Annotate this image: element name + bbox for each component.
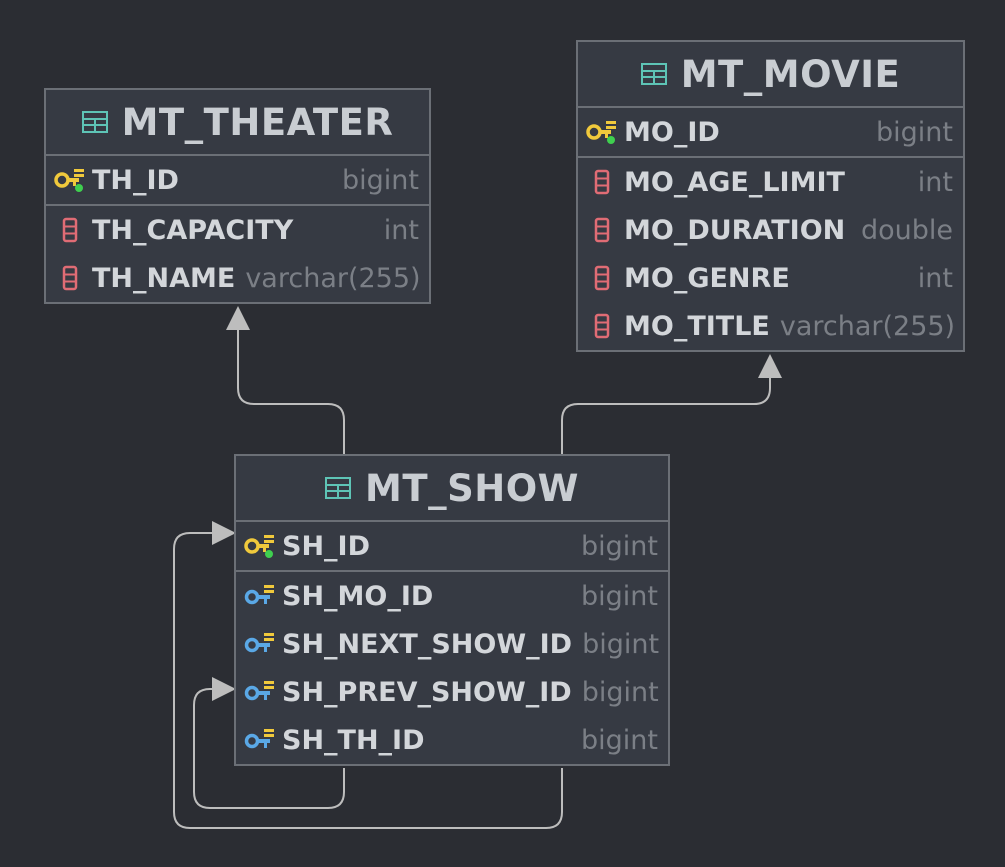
table-title: MT_SHOW (365, 466, 579, 510)
column-row[interactable]: TH_ID bigint (46, 156, 429, 204)
primary-key-section: TH_ID bigint (46, 156, 429, 206)
column-row[interactable]: MO_AGE_LIMIT int (578, 158, 963, 206)
column-type: bigint (581, 676, 659, 708)
foreign-key-icon (244, 678, 276, 706)
column-icon (586, 264, 618, 292)
table-icon (640, 63, 667, 85)
column-row[interactable]: SH_PREV_SHOW_ID bigint (236, 668, 668, 716)
arrowhead-theater (226, 306, 250, 330)
column-row[interactable]: SH_ID bigint (236, 522, 668, 570)
column-type: varchar(255) (779, 310, 956, 342)
column-row[interactable]: TH_NAME varchar(255) (46, 254, 429, 302)
column-type: int (383, 214, 419, 246)
column-row[interactable]: SH_MO_ID bigint (236, 572, 668, 620)
column-name: SH_MO_ID (282, 580, 434, 612)
table-header: MT_MOVIE (578, 42, 963, 108)
foreign-key-icon (244, 630, 276, 658)
column-type: double (860, 214, 953, 246)
table-mt-theater[interactable]: MT_THEATER TH_ID bigint TH_CAPACITY int … (44, 88, 431, 304)
table-mt-show[interactable]: MT_SHOW SH_ID bigint SH_MO_ID bigint SH_… (234, 454, 670, 766)
primary-key-section: SH_ID bigint (236, 522, 668, 572)
column-name: SH_PREV_SHOW_ID (282, 676, 572, 708)
primary-key-icon (244, 532, 276, 560)
column-icon (586, 168, 618, 196)
table-icon (81, 111, 108, 133)
column-type: bigint (582, 628, 660, 660)
column-name: MO_ID (624, 116, 720, 148)
column-type: int (917, 262, 953, 294)
column-type: bigint (581, 724, 658, 756)
column-type: bigint (342, 164, 419, 196)
column-row[interactable]: SH_NEXT_SHOW_ID bigint (236, 620, 668, 668)
primary-key-icon (54, 166, 86, 194)
column-name: TH_CAPACITY (92, 214, 294, 246)
column-type: int (917, 166, 953, 198)
table-header: MT_THEATER (46, 90, 429, 156)
column-name: SH_NEXT_SHOW_ID (282, 628, 573, 660)
column-name: MO_DURATION (624, 214, 846, 246)
column-icon (586, 216, 618, 244)
column-icon (54, 216, 86, 244)
connector-show-prev-self (193, 688, 345, 809)
primary-key-section: MO_ID bigint (578, 108, 963, 158)
column-type: bigint (581, 530, 658, 562)
arrowhead-show-prev (212, 677, 236, 701)
column-type: bigint (581, 580, 658, 612)
arrowhead-movie (758, 354, 782, 378)
column-name: MO_AGE_LIMIT (624, 166, 845, 198)
column-name: SH_TH_ID (282, 724, 425, 756)
column-name: MO_GENRE (624, 262, 790, 294)
arrowhead-show-next (212, 521, 236, 545)
table-title: MT_MOVIE (680, 52, 901, 96)
column-icon (586, 312, 618, 340)
column-icon (54, 264, 86, 292)
column-name: TH_NAME (92, 262, 236, 294)
table-header: MT_SHOW (236, 456, 668, 522)
column-row[interactable]: MO_GENRE int (578, 254, 963, 302)
foreign-key-icon (244, 582, 276, 610)
column-row[interactable]: MO_TITLE varchar(255) (578, 302, 963, 350)
column-row[interactable]: TH_CAPACITY int (46, 206, 429, 254)
column-name: MO_TITLE (624, 310, 770, 342)
column-row[interactable]: MO_DURATION double (578, 206, 963, 254)
table-title: MT_THEATER (121, 100, 394, 144)
connector-show-next-self (173, 532, 563, 829)
connector-show-to-movie (561, 376, 771, 454)
table-mt-movie[interactable]: MT_MOVIE MO_ID bigint MO_AGE_LIMIT int M… (576, 40, 965, 352)
columns-section: MO_AGE_LIMIT int MO_DURATION double MO_G… (578, 158, 963, 350)
columns-section: TH_CAPACITY int TH_NAME varchar(255) (46, 206, 429, 302)
column-name: SH_ID (282, 530, 371, 562)
foreign-key-icon (244, 726, 276, 754)
connector-show-to-theater (237, 328, 345, 454)
column-row[interactable]: SH_TH_ID bigint (236, 716, 668, 764)
column-name: TH_ID (92, 164, 179, 196)
column-type: varchar(255) (245, 262, 421, 294)
primary-key-icon (586, 118, 618, 146)
columns-section: SH_MO_ID bigint SH_NEXT_SHOW_ID bigint S… (236, 572, 668, 764)
column-row[interactable]: MO_ID bigint (578, 108, 963, 156)
table-icon (325, 477, 352, 499)
column-type: bigint (876, 116, 953, 148)
